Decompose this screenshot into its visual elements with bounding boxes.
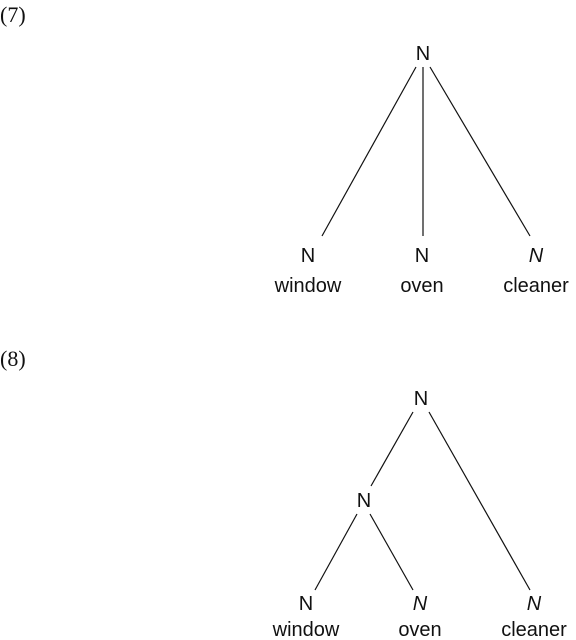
example-8-leaf-word-2: oven (398, 619, 441, 640)
example-7-number: (7) (0, 2, 26, 27)
example-7-leaf-word-1: window (274, 275, 342, 297)
example-8-inner-node: N (357, 490, 371, 512)
example-8: (8) N N N window N oven N cleaner (0, 346, 567, 640)
example-7-leaf-node-2: N (415, 245, 429, 267)
example-8-number: (8) (0, 346, 26, 371)
example-8-leaf-word-3: cleaner (501, 619, 567, 640)
example-8-root-node: N (414, 388, 428, 410)
example-8-branch-inner-left (314, 513, 358, 591)
example-7-root-node: N (416, 43, 430, 65)
example-8-leaf-node-3: N (527, 593, 542, 615)
example-7-leaf-word-3: cleaner (503, 275, 569, 297)
example-7-branch-left (321, 66, 417, 237)
example-8-branch-root-inner (370, 411, 414, 487)
example-7-branch-right (429, 66, 531, 237)
example-8-branch-inner-right (369, 513, 414, 591)
example-8-leaf-node-2: N (413, 593, 428, 615)
example-7-leaf-node-1: N (301, 245, 315, 267)
example-7: (7) N N window N oven N cleaner (0, 2, 569, 297)
example-8-branch-root-right (428, 411, 531, 591)
example-7-leaf-node-3: N (529, 245, 544, 267)
example-8-leaf-node-1: N (299, 593, 313, 615)
example-8-leaf-word-1: window (272, 619, 340, 640)
example-7-leaf-word-2: oven (400, 275, 443, 297)
